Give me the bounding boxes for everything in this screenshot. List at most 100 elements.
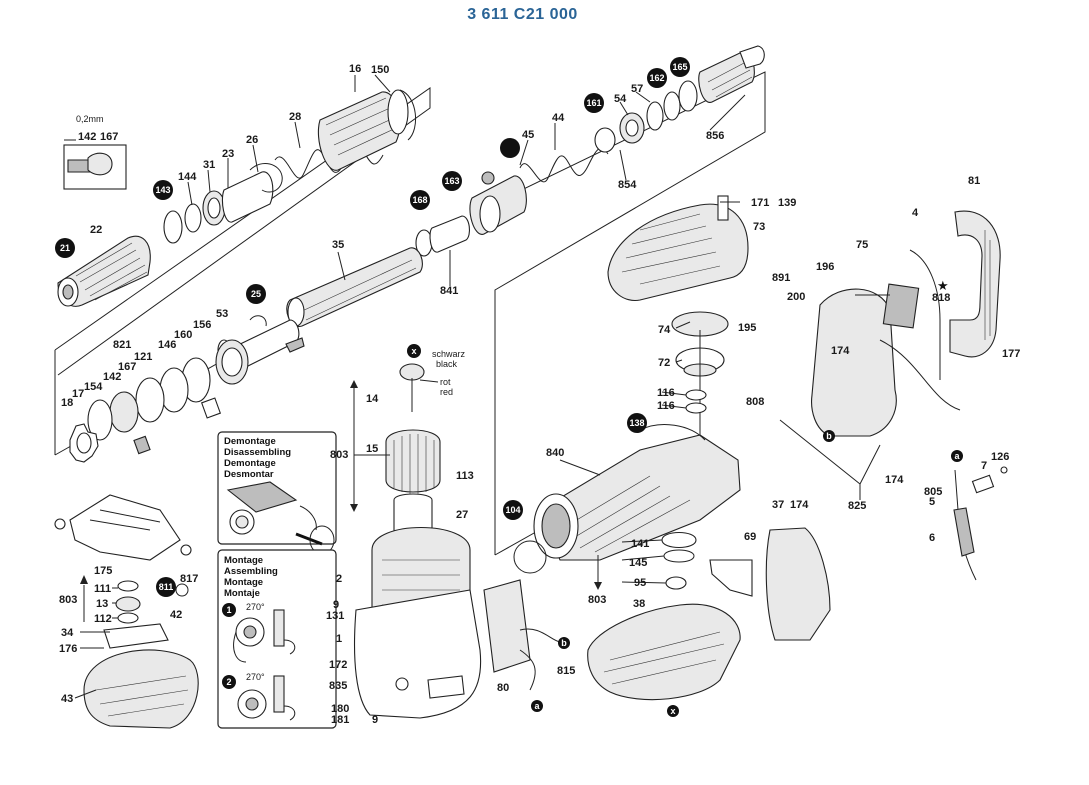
label-160: 160 [174, 329, 192, 341]
label-835: 835 [329, 680, 347, 692]
side-cover [661, 527, 831, 641]
label-9b: 9 [372, 714, 378, 726]
label-43: 43 [61, 693, 73, 705]
label-121: 121 [134, 351, 152, 363]
rear-handle [811, 210, 1001, 437]
label-15: 15 [366, 443, 378, 455]
label-45: 45 [522, 129, 534, 141]
gear-cover [607, 195, 749, 440]
label-825: 825 [848, 500, 866, 512]
label-38: 38 [633, 598, 645, 610]
label-1: 1 [336, 633, 342, 645]
label-174c: 174 [790, 499, 809, 511]
label-808: 808 [746, 396, 764, 408]
badge-143: 143 [155, 185, 170, 195]
label-841: 841 [440, 285, 458, 297]
detail-label-142: 142 [78, 131, 96, 143]
leader-lines [74, 74, 890, 699]
badge-25: 25 [251, 289, 261, 299]
label-17: 17 [72, 388, 84, 400]
marker-x-top: x [411, 346, 416, 356]
label-141: 141 [631, 538, 649, 550]
marker-b-handle: b [826, 431, 832, 441]
label-840: 840 [546, 447, 564, 459]
label-44: 44 [552, 112, 565, 124]
label-145: 145 [629, 557, 647, 569]
label-28: 28 [289, 111, 301, 123]
badge-138: 138 [629, 418, 644, 428]
montage-line-2: Assembling [224, 566, 278, 577]
label-4: 4 [912, 207, 919, 219]
montage-line-4: Montaje [224, 588, 260, 599]
letter-markers: b a x b a ★ [531, 278, 963, 717]
hammer-mechanism [415, 45, 765, 257]
montage-angle-2: 270° [246, 672, 265, 682]
demontage-line-4: Desmontar [224, 469, 274, 480]
motor-armature [354, 363, 482, 719]
label-174b: 174 [885, 474, 904, 486]
label-26: 26 [246, 134, 258, 146]
label-9a: 9 [333, 599, 339, 611]
detail-inset: 0,2mm 142 167 [63, 114, 127, 190]
gear-housing [513, 424, 741, 574]
montage-line-3: Montage [224, 577, 263, 588]
label-31: 31 [203, 159, 215, 171]
badge-163: 163 [444, 176, 459, 186]
wire-rot: rot [440, 377, 451, 387]
label-53: 53 [216, 308, 228, 320]
marker-a-switch: a [534, 701, 540, 711]
label-175: 175 [94, 565, 112, 577]
chuck-assembly [57, 89, 417, 307]
marker-x-bottom: x [670, 706, 675, 716]
label-16: 16 [349, 63, 361, 75]
label-803b: 803 [588, 594, 606, 606]
label-172: 172 [329, 659, 347, 671]
wire-black: black [436, 359, 458, 369]
part-labels: 16 150 28 26 23 31 144 22 45 44 54 57 85… [59, 63, 1020, 726]
label-72: 72 [658, 357, 670, 369]
demontage-line-3: Demontage [224, 458, 276, 469]
label-856: 856 [706, 130, 724, 142]
base-assembly [54, 494, 199, 729]
label-176: 176 [59, 643, 77, 655]
demontage-line-2: Disassembling [224, 447, 291, 458]
marker-a-cable: a [954, 451, 960, 461]
montage-step-1: 1 [226, 605, 231, 615]
spindle-assembly [69, 247, 423, 463]
label-177: 177 [1002, 348, 1020, 360]
label-156: 156 [193, 319, 211, 331]
label-37: 37 [772, 499, 784, 511]
label-80: 80 [497, 682, 509, 694]
badge-165: 165 [672, 62, 687, 72]
wire-notes: x schwarz black rot red [407, 344, 466, 397]
label-57: 57 [631, 83, 643, 95]
label-171: 171 [751, 197, 769, 209]
label-69: 69 [744, 531, 756, 543]
label-150: 150 [371, 64, 389, 76]
label-111: 111 [94, 583, 111, 595]
detail-dimension: 0,2mm [76, 114, 104, 124]
label-815: 815 [557, 665, 575, 677]
label-35: 35 [332, 239, 344, 251]
marker-b-switch: b [561, 638, 567, 648]
label-195: 195 [738, 322, 756, 334]
montage-line-1: Montage [224, 555, 263, 566]
label-126: 126 [991, 451, 1009, 463]
montage-box: Montage Assembling Montage Montaje 1 270… [217, 549, 337, 729]
demontage-line-1: Demontage [224, 436, 276, 447]
label-113: 113 [456, 470, 474, 482]
label-116b: 116 [657, 400, 675, 412]
switch [483, 579, 561, 691]
label-73: 73 [753, 221, 765, 233]
label-18: 18 [61, 397, 73, 409]
label-13: 13 [96, 598, 108, 610]
label-81: 81 [968, 175, 980, 187]
label-42: 42 [170, 609, 182, 621]
label-803c: 803 [59, 594, 77, 606]
star-marker: ★ [937, 278, 949, 293]
diagram-title: 3 611 C21 000 [467, 6, 578, 23]
bottom-cover [587, 603, 741, 701]
label-74: 74 [658, 324, 671, 336]
label-2: 2 [336, 573, 342, 585]
badge-168: 168 [412, 195, 427, 205]
